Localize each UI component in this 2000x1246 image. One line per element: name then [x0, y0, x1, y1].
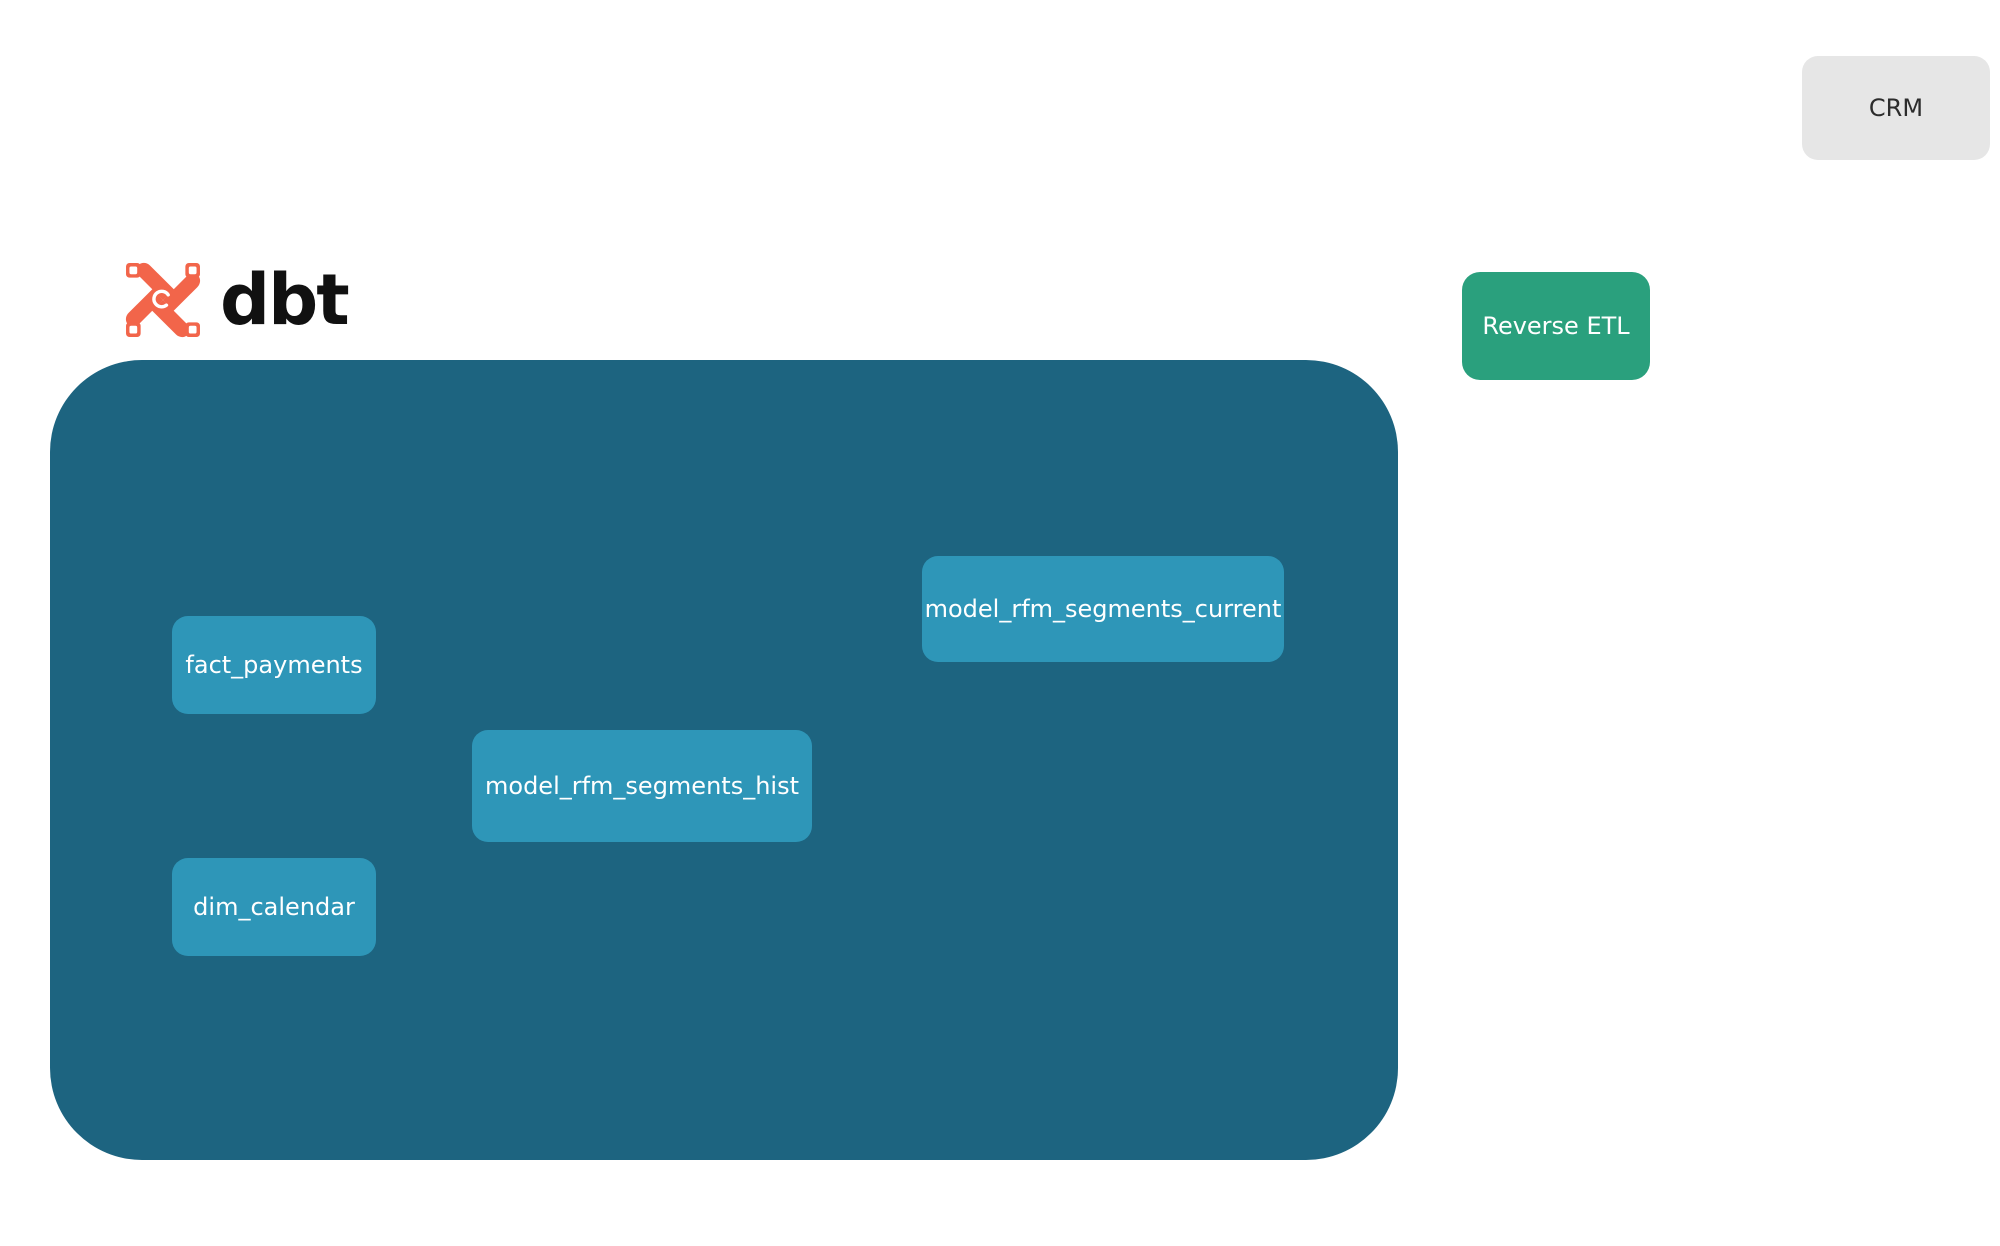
model-node-rfm-segments-current[interactable]: model_rfm_segments_current: [922, 556, 1284, 662]
model-node-label: dim_calendar: [193, 893, 355, 921]
model-node-fact-payments[interactable]: fact_payments: [172, 616, 376, 714]
destination-label: CRM: [1868, 94, 1924, 122]
dbt-brand-lockup: dbt: [120, 252, 350, 348]
destination-node-crm[interactable]: CRM: [1802, 56, 1990, 160]
model-node-rfm-segments-hist[interactable]: model_rfm_segments_hist: [472, 730, 812, 842]
model-node-dim-calendar[interactable]: dim_calendar: [172, 858, 376, 956]
model-node-label: model_rfm_segments_hist: [485, 772, 799, 800]
model-node-label: model_rfm_segments_current: [924, 595, 1282, 623]
model-node-label: fact_payments: [185, 651, 363, 679]
reverse-etl-node[interactable]: Reverse ETL: [1462, 272, 1650, 380]
dbt-wordmark: dbt: [220, 259, 350, 341]
dbt-logo-icon: [120, 257, 206, 343]
reverse-etl-label: Reverse ETL: [1482, 312, 1630, 340]
